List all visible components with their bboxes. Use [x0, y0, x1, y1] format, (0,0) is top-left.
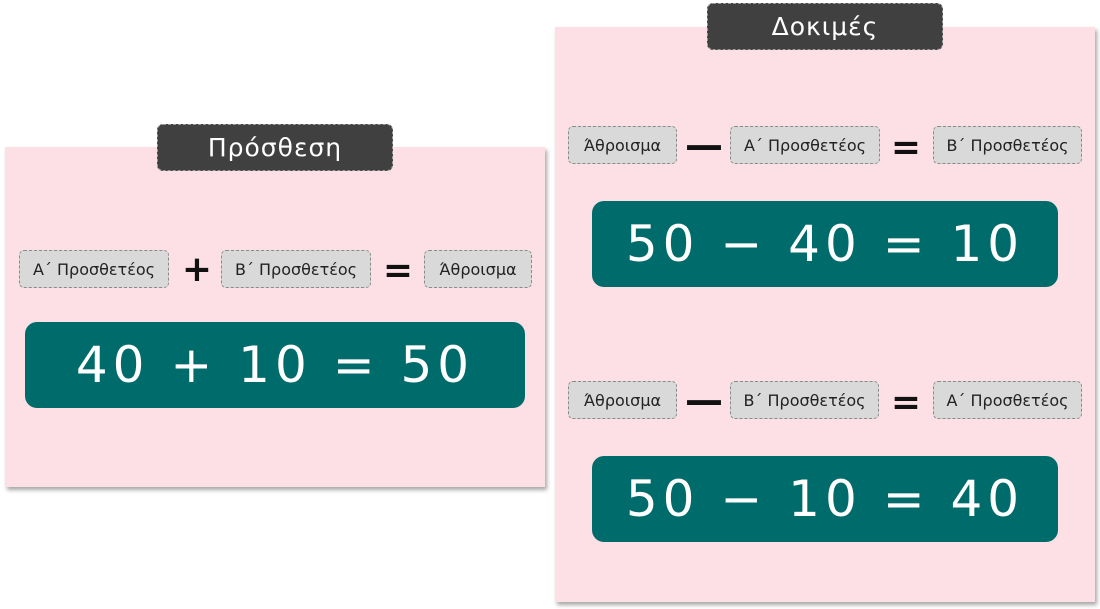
check2-sum-label: Άθροισμα [568, 381, 677, 419]
checks-title: Δοκιμές [707, 3, 943, 50]
check1-equation: 50 − 40 = 10 [592, 201, 1058, 287]
check2-equals-sign: = [890, 381, 922, 423]
check2-equation: 50 − 10 = 40 [592, 456, 1058, 542]
addition-equation: 40 + 10 = 50 [25, 322, 525, 408]
plus-sign: + [181, 248, 213, 290]
check1-addend-a-label: Α΄ Προσθετέος [730, 126, 880, 164]
check1-minus-sign: — [685, 123, 723, 167]
check2-minus-sign: — [685, 378, 723, 422]
check1-equals-sign: = [890, 126, 922, 168]
check2-addend-a-label: Α΄ Προσθετέος [933, 381, 1082, 419]
check1-sum-label: Άθροισμα [568, 126, 677, 164]
addend-a-label: Α΄ Προσθετέος [19, 250, 169, 288]
sum-label: Άθροισμα [424, 250, 532, 288]
addition-panel [5, 147, 545, 487]
addition-title: Πρόσθεση [157, 124, 393, 171]
check1-addend-b-label: Β΄ Προσθετέος [933, 126, 1082, 164]
equals-sign: = [382, 249, 414, 291]
check2-addend-b-label: Β΄ Προσθετέος [730, 381, 879, 419]
addend-b-label: Β΄ Προσθετέος [221, 250, 371, 288]
